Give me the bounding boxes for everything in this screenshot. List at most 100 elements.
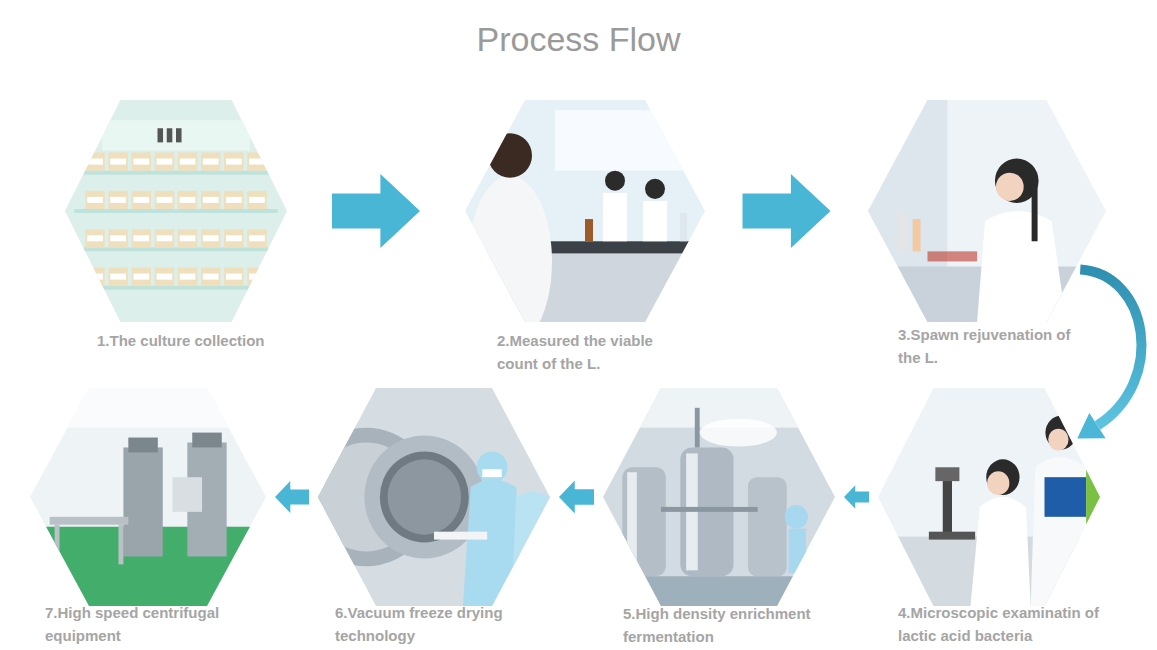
photo-part: [85, 191, 104, 209]
photo-part: [108, 268, 127, 286]
photo-part: [603, 576, 835, 606]
block-arrow: [743, 174, 831, 248]
photo-part: [986, 459, 1019, 495]
step-caption: 2.Measured the viable count of the L.: [497, 329, 682, 375]
photo-part: [133, 197, 149, 203]
photo-part: [247, 152, 266, 170]
photo-part: [785, 505, 808, 529]
photo-part: [224, 152, 243, 170]
photo-part: [226, 159, 242, 165]
photo-part: [224, 229, 243, 247]
photo-part: [603, 193, 627, 241]
photo-part: [55, 525, 60, 565]
photo-part: [87, 197, 103, 203]
photo-part: [74, 247, 278, 251]
photo-part: [226, 274, 242, 280]
photo-part: [388, 459, 461, 534]
photo-part: [133, 159, 149, 165]
photo-part: [178, 191, 197, 209]
step-caption: 1.The culture collection: [97, 329, 322, 352]
photo-part: [1086, 467, 1100, 526]
hexagon-photo: [318, 388, 550, 606]
photo-part: [155, 229, 174, 247]
photo-part: [913, 219, 921, 251]
photo-part: [30, 388, 266, 606]
block-arrow: [559, 481, 594, 514]
photo-part: [201, 191, 220, 209]
photo-part: [468, 176, 552, 348]
photo-part: [249, 274, 265, 280]
flow-arrow: [743, 174, 831, 248]
photo-part: [555, 110, 705, 171]
photo-part: [878, 388, 1100, 606]
photo-part: [247, 191, 266, 209]
photo-part: [102, 120, 250, 150]
photo-part: [132, 191, 151, 209]
flow-arrow: [275, 481, 309, 513]
photo-part: [85, 268, 104, 286]
flow-arrow: [1077, 270, 1141, 439]
photo-part: [203, 197, 219, 203]
photo-part: [119, 525, 124, 565]
photo-part: [898, 211, 906, 251]
flow-arrow: [844, 485, 869, 509]
photo-part: [201, 268, 220, 286]
diagram-title: Process Flow: [0, 20, 1157, 59]
photo-part: [224, 268, 243, 286]
photo-part: [30, 388, 266, 428]
photo-part: [108, 152, 127, 170]
photo-part: [1045, 416, 1076, 450]
photo-part: [110, 235, 126, 241]
photo-part: [203, 274, 219, 280]
process-step: 5.High density enrichment fermentation: [603, 388, 835, 606]
photo-part: [133, 274, 149, 280]
photo-part: [85, 229, 104, 247]
photo-part: [123, 447, 162, 556]
photo-part: [157, 197, 173, 203]
flow-arrow: [559, 481, 594, 514]
photo-part: [943, 477, 952, 536]
photo-part: [249, 235, 265, 241]
process-step: 4.Microscopic examinatin of lactic acid …: [878, 388, 1100, 606]
photo-part: [511, 492, 550, 606]
photo-part: [465, 100, 705, 347]
photo-part: [695, 408, 700, 448]
photo-part: [110, 197, 126, 203]
photo-part: [482, 469, 501, 477]
photo-part: [178, 229, 197, 247]
photo-part: [155, 152, 174, 170]
photo-part: [299, 388, 550, 606]
photo-part: [87, 274, 103, 280]
photo-part: [585, 219, 593, 241]
photo-part: [1031, 457, 1091, 606]
step-caption: 3.Spawn rejuvenation of the L.: [898, 323, 1093, 369]
photo-part: [977, 211, 1066, 322]
photo-part: [74, 209, 278, 213]
photo-part: [74, 171, 278, 175]
process-step: 7.High speed centrifugal equipment: [30, 388, 266, 606]
photo-part: [201, 152, 220, 170]
photo-part: [603, 388, 835, 606]
photo-part: [128, 438, 158, 453]
photo-part: [203, 235, 219, 241]
photo-part: [929, 532, 975, 540]
photo-part: [180, 274, 196, 280]
photo-part: [173, 477, 203, 512]
photo-part: [789, 529, 806, 574]
photo-part: [928, 251, 978, 261]
photo-part: [87, 159, 103, 165]
hexagon-photo: [868, 100, 1106, 322]
photo-part: [477, 451, 508, 483]
photo-part: [680, 213, 687, 241]
flow-arrow: [332, 174, 420, 248]
photo-part: [868, 100, 1106, 322]
photo-part: [226, 235, 242, 241]
photo-part: [463, 480, 523, 606]
photo-part: [65, 100, 287, 322]
photo-part: [605, 171, 625, 191]
photo-part: [380, 451, 469, 542]
photo-part: [247, 229, 266, 247]
photo-part: [987, 471, 1009, 495]
photo-part: [627, 472, 637, 571]
